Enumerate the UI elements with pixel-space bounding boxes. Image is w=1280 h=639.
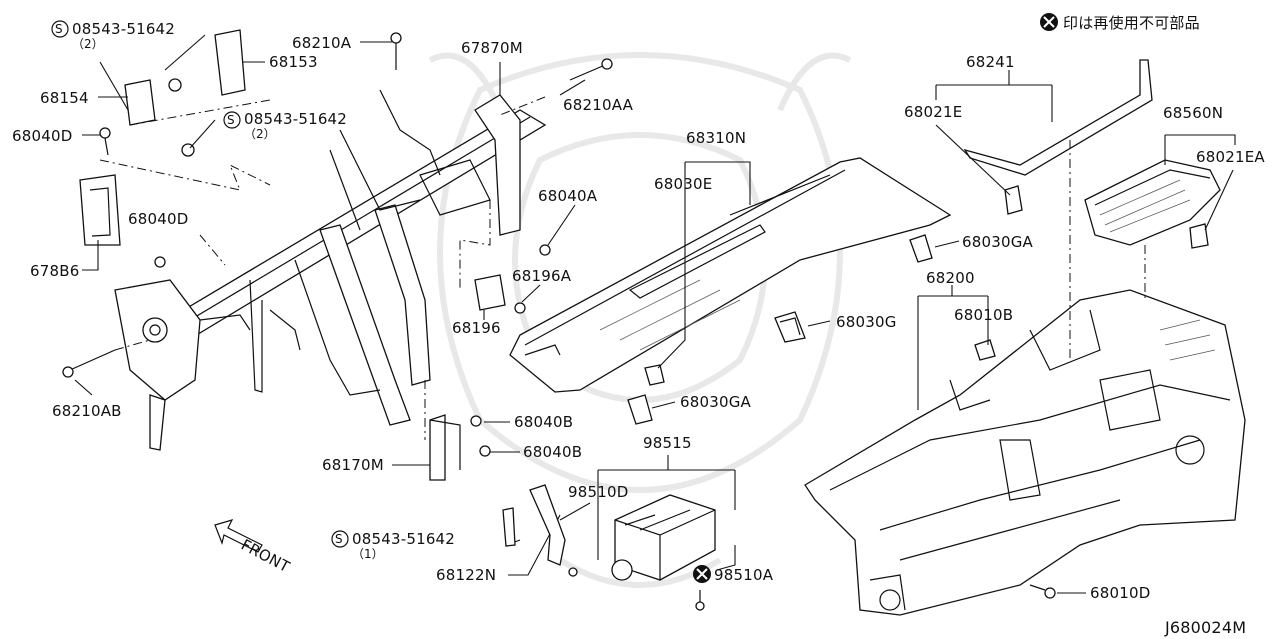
label-68040b-b: 68040B [523, 443, 582, 461]
label-68030ga-a: 68030GA [962, 233, 1034, 251]
passenger-airbag [502, 484, 716, 611]
label-screw-a-qty: （2） [72, 37, 104, 51]
s-mark-icon [51, 20, 69, 38]
label-68030g: 68030G [836, 313, 897, 331]
callout-labels: S 08543-51642 （2） 68153 68154 S 08543-51… [12, 20, 1265, 602]
label-68560n: 68560N [1163, 104, 1223, 122]
label-67886: 678B6 [30, 262, 79, 280]
svg-text:S: S [227, 113, 235, 127]
figure-code: J680024M [1164, 618, 1246, 637]
label-screw-c-qty: （1） [352, 547, 384, 561]
watermark-emblem [428, 52, 852, 588]
leader-lines-left [74, 34, 586, 466]
svg-text:S: S [55, 22, 63, 36]
s-mark-icon [331, 530, 349, 548]
front-arrow-label: FRONT [238, 536, 293, 577]
label-68030e: 68030E [654, 175, 712, 193]
steering-member [62, 29, 613, 481]
label-68040d-b: 68040D [128, 210, 188, 228]
label-68010b: 68010B [954, 306, 1013, 324]
label-68030ga-b: 68030GA [680, 393, 752, 411]
support-bar [963, 59, 1153, 215]
leader-lines-right [917, 70, 1236, 594]
label-98510d: 98510D [568, 483, 628, 501]
label-68021e: 68021E [904, 103, 962, 121]
instrument-panel-lower [804, 289, 1246, 616]
label-98510a: 98510A [714, 566, 774, 584]
label-68200: 68200 [926, 269, 975, 287]
label-68040d-a: 68040D [12, 127, 72, 145]
label-67870m: 67870M [461, 39, 523, 57]
label-screw-b: 08543-51642 [244, 110, 347, 128]
label-98515: 98515 [643, 434, 692, 452]
front-arrow: FRONT [214, 519, 293, 577]
legend-text: 印は再使用不可部品 [1063, 14, 1200, 32]
label-screw-a: 08543-51642 [72, 20, 175, 38]
label-68210a: 68210A [292, 34, 352, 52]
label-68021ea: 68021EA [1196, 148, 1265, 166]
label-68196: 68196 [452, 319, 501, 337]
label-68010d: 68010D [1090, 584, 1150, 602]
label-68040b-a: 68040B [514, 413, 573, 431]
label-68170m: 68170M [322, 456, 384, 474]
label-68210aa: 68210AA [563, 96, 634, 114]
legend: 印は再使用不可部品 [1040, 13, 1200, 32]
label-68241: 68241 [966, 53, 1015, 71]
s-mark-icon [223, 111, 241, 129]
svg-text:S: S [335, 532, 343, 546]
label-68122n: 68122N [436, 566, 496, 584]
glove-box-knee-pad [1084, 159, 1221, 249]
label-screw-b-qty: （2） [244, 127, 276, 141]
label-68310n: 68310N [686, 129, 746, 147]
label-68040a: 68040A [538, 187, 598, 205]
label-screw-c: 08543-51642 [352, 530, 455, 548]
label-68153: 68153 [269, 53, 318, 71]
label-68210ab: 68210AB [52, 402, 122, 420]
label-68196a: 68196A [512, 267, 572, 285]
label-68154: 68154 [40, 89, 89, 107]
